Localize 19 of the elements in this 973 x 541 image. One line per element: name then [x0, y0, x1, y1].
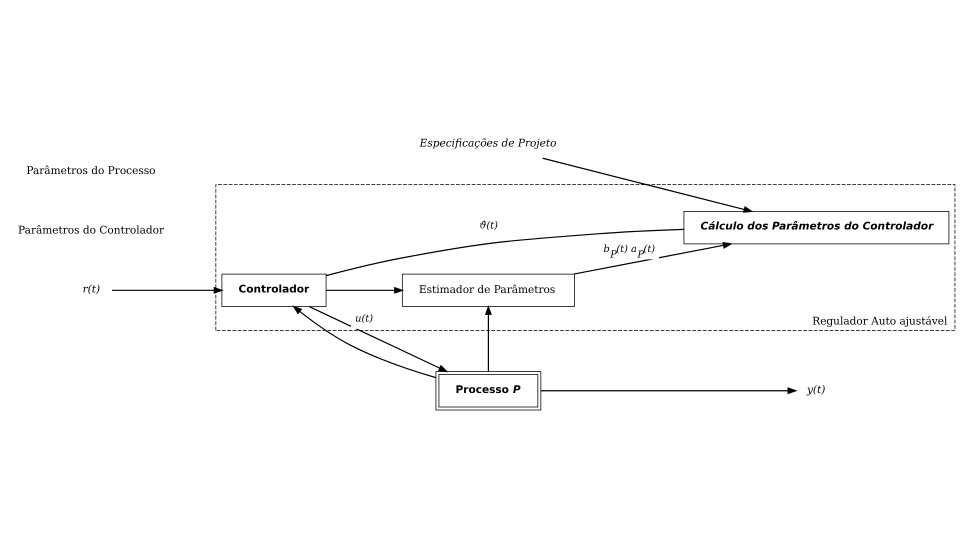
arrow — [542, 158, 754, 213]
node-box: Controlador — [222, 274, 326, 307]
node-box: Estimador de Parâmetros — [402, 274, 575, 307]
label: Parâmetros do Controlador — [18, 224, 164, 236]
node-text: Especificações de Projeto — [420, 138, 556, 150]
arrow — [326, 286, 404, 294]
node-box: Processo P — [436, 371, 542, 410]
label: Parâmetros do Processo — [26, 164, 156, 177]
arrow — [292, 305, 436, 378]
edge-label: ϑ̂(t) — [479, 220, 498, 232]
edge-label: u(t) — [355, 314, 374, 325]
connector — [326, 228, 684, 276]
node-text: y(t) — [806, 384, 826, 396]
arrow — [484, 304, 492, 372]
node-box: Cálculo dos Parâmetros do Controlador — [684, 211, 950, 244]
node-text: r(t) — [82, 283, 100, 296]
arrow — [540, 387, 798, 394]
arrow — [308, 306, 448, 372]
arrow — [112, 286, 224, 294]
